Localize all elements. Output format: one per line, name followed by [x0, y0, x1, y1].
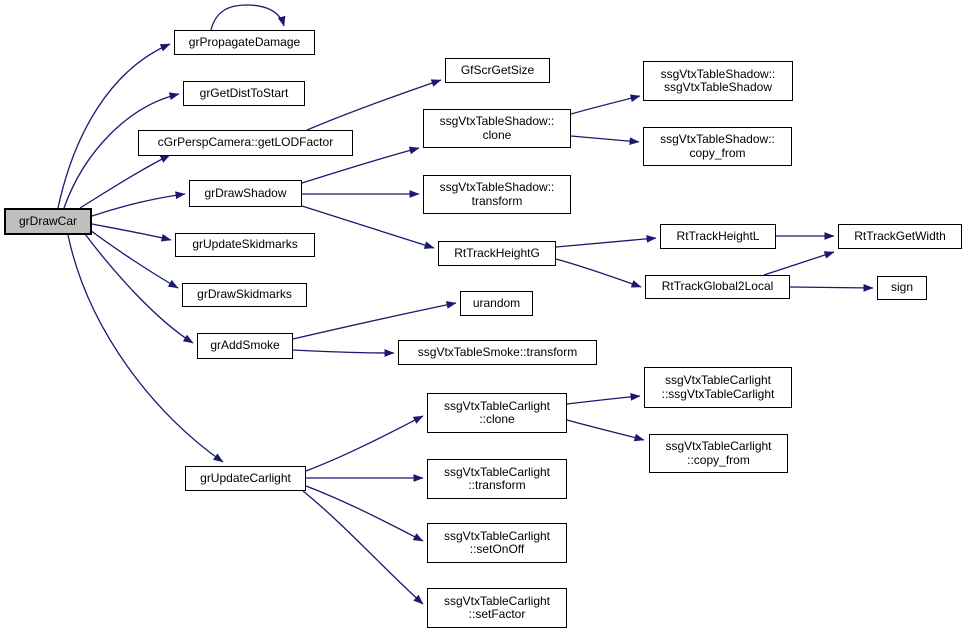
edge-grDrawCar-to-grGetDistToStart [63, 92, 180, 209]
edge-grUpdateCarlight-to-carlightClone [305, 415, 424, 472]
node-ssgVtxTableCarlight-copy_from[interactable]: ssgVtxTableCarlight ::copy_from [649, 434, 788, 473]
edge-grDrawCar-to-grDrawShadow [91, 191, 186, 217]
edge-grAddSmoke-to-smokeTransform [292, 349, 395, 357]
edge-grDrawCar-to-grAddSmoke [84, 233, 194, 344]
node-RtTrackGlobal2Local[interactable]: RtTrackGlobal2Local [645, 275, 790, 299]
node-urandom[interactable]: urandom [460, 291, 533, 316]
node-grPropagateDamage[interactable]: grPropagateDamage [174, 30, 315, 55]
edge-RtTrackHeightG-to-RtTrackGlobal2Local [555, 258, 642, 288]
node-grDrawSkidmarks[interactable]: grDrawSkidmarks [182, 283, 307, 307]
edge-grUpdateCarlight-to-carlightSetOnOff [305, 485, 424, 542]
edge-carlightClone-to-carlightCtor [566, 392, 641, 405]
edge-grDrawShadow-to-shadowClone [301, 146, 420, 184]
edge-grDrawShadow-to-RtTrackHeightG [301, 205, 435, 249]
edge-grDrawCar-to-grDrawSkidmarks [89, 229, 179, 289]
node-cGrPerspCamera-getLODFactor[interactable]: cGrPerspCamera::getLODFactor [138, 130, 353, 156]
node-GfScrGetSize[interactable]: GfScrGetSize [445, 58, 550, 83]
node-ssgVtxTableCarlight-transform[interactable]: ssgVtxTableCarlight ::transform [427, 459, 567, 499]
node-ssgVtxTableShadow-constructor[interactable]: ssgVtxTableShadow:: ssgVtxTableShadow [643, 61, 793, 101]
edge-grUpdateCarlight-to-carlightSetFactor [302, 490, 424, 605]
node-ssgVtxTableCarlight-constructor[interactable]: ssgVtxTableCarlight ::ssgVtxTableCarligh… [644, 367, 792, 408]
node-grGetDistToStart[interactable]: grGetDistToStart [183, 81, 305, 106]
edge-grPropagateDamage-self-loop [210, 4, 286, 31]
node-grUpdateSkidmarks[interactable]: grUpdateSkidmarks [175, 233, 315, 257]
edge-grDrawCar-to-getLODFactor [79, 154, 171, 209]
edge-grDrawCar-to-grUpdateCarlight [67, 234, 224, 463]
edge-RtTrackHeightG-to-RtTrackHeightL [555, 235, 657, 248]
node-grUpdateCarlight[interactable]: grUpdateCarlight [185, 466, 306, 491]
node-RtTrackHeightG[interactable]: RtTrackHeightG [438, 241, 556, 266]
edge-grDrawCar-to-grPropagateDamage [57, 43, 171, 209]
edge-shadowClone-to-shadowCopyFrom [570, 135, 640, 145]
edge-getLODFactor-to-GfScrGetSize [306, 79, 442, 131]
edge-carlightClone-to-carlightCopyFrom [566, 419, 645, 442]
node-grAddSmoke[interactable]: grAddSmoke [197, 333, 293, 359]
node-ssgVtxTableCarlight-setFactor[interactable]: ssgVtxTableCarlight ::setFactor [427, 588, 567, 628]
node-ssgVtxTableShadow-clone[interactable]: ssgVtxTableShadow:: clone [423, 109, 571, 148]
node-sign[interactable]: sign [877, 276, 927, 300]
node-RtTrackHeightL[interactable]: RtTrackHeightL [660, 224, 776, 249]
node-grDrawCar: grDrawCar [4, 208, 92, 235]
edge-RtTrackGlobal2Local-to-sign [789, 283, 874, 292]
edge-grAddSmoke-to-urandom [292, 301, 457, 340]
node-ssgVtxTableSmoke-transform[interactable]: ssgVtxTableSmoke::transform [398, 340, 597, 365]
node-RtTrackGetWidth[interactable]: RtTrackGetWidth [838, 224, 962, 249]
edge-RtTrackGlobal2Local-to-RtTrackGetWidth [763, 251, 835, 276]
edge-shadowClone-to-shadowCtor [570, 94, 641, 115]
node-ssgVtxTableShadow-transform[interactable]: ssgVtxTableShadow:: transform [423, 175, 571, 214]
edge-grDrawCar-to-grUpdateSkidmarks [91, 223, 172, 242]
node-ssgVtxTableCarlight-clone[interactable]: ssgVtxTableCarlight ::clone [427, 393, 567, 433]
node-ssgVtxTableShadow-copy_from[interactable]: ssgVtxTableShadow:: copy_from [643, 127, 792, 166]
node-ssgVtxTableCarlight-setOnOff[interactable]: ssgVtxTableCarlight ::setOnOff [427, 523, 567, 563]
node-grDrawShadow[interactable]: grDrawShadow [189, 180, 302, 207]
